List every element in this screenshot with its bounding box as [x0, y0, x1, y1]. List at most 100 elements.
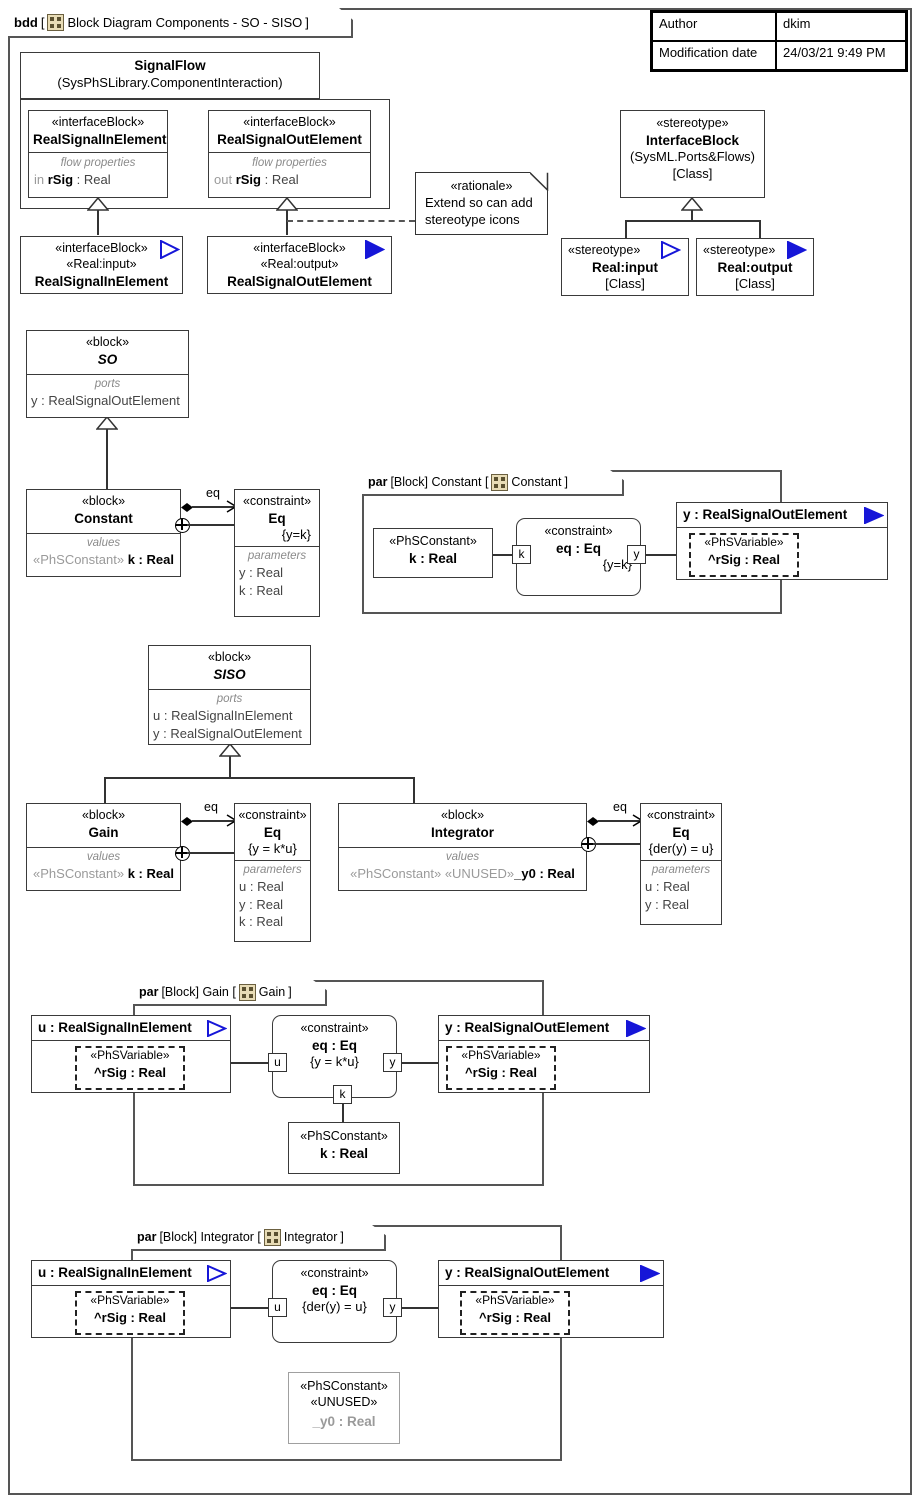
constraint-eq-constant[interactable]: «constraint» Eq {y=k} parameters y : Rea…: [234, 489, 320, 617]
block-integrator[interactable]: «block» Integrator values «PhSConstant» …: [338, 803, 587, 891]
eq-constant-header: «constraint» Eq {y=k}: [235, 490, 319, 546]
par-gain-constraint[interactable]: «constraint» eq : Eq {y = k*u}: [272, 1015, 397, 1098]
phsconstant-k-name: k : Real: [408, 550, 458, 566]
par-gain-header: par [Block] Gain [ Gain ]: [133, 980, 327, 1006]
par-constant-phsconstant-k[interactable]: «PhSConstant» k : Real: [373, 528, 493, 578]
par-constant-port-y[interactable]: y: [627, 545, 646, 564]
interfaceblock-realsignalinelement[interactable]: «interfaceBlock» RealSignalInElement flo…: [28, 110, 168, 198]
par-integrator-out-port-header: y : RealSignalOutElement: [439, 1261, 663, 1285]
interfaceblock-realsignaloutelement[interactable]: «interfaceBlock» RealSignalOutElement fl…: [208, 110, 371, 198]
par-constant-out-port-block[interactable]: y : RealSignalOutElement: [676, 502, 888, 580]
siso-port-y: y : RealSignalOutElement: [153, 725, 302, 741]
bdd-palette-icon: [47, 14, 64, 31]
eq-constant-param-k: k : Real: [239, 582, 284, 598]
par-gain-in-port-block[interactable]: u : RealSignalInElement: [31, 1015, 231, 1093]
stereotype-real-input-name: Real:input: [592, 259, 658, 275]
connector-integrator-u-to-eq: [231, 1307, 272, 1309]
connector-gain-eq-to-y: [402, 1062, 438, 1064]
par-integrator-port-u[interactable]: u: [268, 1298, 287, 1317]
par-constant-port-k[interactable]: k: [512, 545, 531, 564]
siso-stereotype: «block»: [207, 650, 252, 664]
stereotype-real-output[interactable]: «stereotype» Real:output [Class]: [696, 238, 814, 296]
gen-drop-real-output: [759, 220, 761, 238]
so-name: SO: [97, 351, 118, 367]
stereotype-interfaceblock[interactable]: «stereotype» InterfaceBlock (SysML.Ports…: [620, 110, 765, 198]
gen-drop-integrator: [413, 777, 415, 804]
constraint-eq-integrator[interactable]: «constraint» Eq {der(y) = u} parameters …: [640, 803, 722, 925]
par-gain-port-u[interactable]: u: [268, 1053, 287, 1072]
par-gain-constraint-body: «constraint» eq : Eq {y = k*u}: [273, 1016, 396, 1076]
block-real-output-realsignaloutelement[interactable]: «interfaceBlock» «Real:output» RealSigna…: [207, 236, 392, 294]
block-gain[interactable]: «block» Gain values «PhSConstant» k : Re…: [26, 803, 181, 891]
real-output-arrow-icon: [787, 240, 808, 264]
so-ports-label: ports: [94, 378, 121, 391]
par-palette-icon: [491, 474, 508, 491]
par-integrator-out-phsvariable-name: ^rSig : Real: [479, 1310, 551, 1325]
modification-date-value: 24/03/21 9:49 PM: [776, 41, 906, 70]
connector-eq-to-outport: [646, 554, 682, 556]
eq-gain-param-y: y : Real: [239, 896, 284, 912]
par-constant-header: par [Block] Constant [ Constant ]: [362, 470, 624, 496]
block-constant[interactable]: «block» Constant values «PhSConstant» k …: [26, 489, 181, 577]
real-input-arrow-icon: [160, 239, 181, 264]
binding-line-integrator-eq: [593, 843, 640, 845]
binding-crosscircle-gain: [175, 846, 190, 861]
eq-gain-header: «constraint» Eq {y = k*u}: [235, 804, 310, 860]
par-integrator-constraint[interactable]: «constraint» eq : Eq {der(y) = u}: [272, 1260, 397, 1343]
signalflow-qualifier: (SysPhSLibrary.ComponentInteraction): [57, 74, 283, 90]
par-gain-out-port-body: [439, 1039, 649, 1090]
binding-line-constant-eq: [187, 524, 234, 526]
gen-line-so-constant: [106, 429, 108, 489]
real-output-arrow-icon: [864, 506, 885, 529]
siso-ports-label: ports: [216, 693, 243, 706]
realsignaloutelement-flowprops: flow properties out rSig : Real: [209, 152, 370, 191]
eq-gain-param-u: u : Real: [239, 879, 284, 894]
signalflow-block[interactable]: SignalFlow (SysPhSLibrary.ComponentInter…: [20, 52, 320, 99]
signalflow-title: SignalFlow (SysPhSLibrary.ComponentInter…: [21, 53, 319, 94]
par-integrator-phsconstant-y0[interactable]: «PhSConstant» «UNUSED» _y0 : Real: [288, 1372, 400, 1444]
rationale-dashed-link: [287, 220, 415, 222]
gain-values-compartment: values «PhSConstant» k : Real: [27, 847, 180, 884]
real-output-arrow-icon: [640, 1264, 661, 1287]
par-constant-constraint[interactable]: «constraint» eq : Eq {y=k}: [516, 518, 641, 596]
rationale-note[interactable]: «rationale» Extend so can add stereotype…: [415, 172, 548, 235]
block-real-input-realsignalinelement[interactable]: «interfaceBlock» «Real:input» RealSignal…: [20, 236, 183, 294]
assoc-label-integrator-eq: eq: [612, 800, 628, 814]
par-integrator-in-port-block[interactable]: u : RealSignalInElement: [31, 1260, 231, 1338]
real-input-stereotype2: «Real:input»: [66, 256, 137, 271]
par-integrator-in-port-body: [32, 1284, 230, 1335]
gen-stem-siso: [229, 756, 231, 778]
rationale-line1: Extend so can add: [425, 194, 533, 210]
par-gain-out-phsvariable-frame: [446, 1046, 556, 1090]
connector-phsconstant-to-eq: [493, 554, 516, 556]
bdd-frame-header: bdd [ Block Diagram Components - SO - SI…: [8, 8, 353, 38]
par-integrator-port-y[interactable]: y: [383, 1298, 402, 1317]
par-integrator-in-port-header: u : RealSignalInElement: [32, 1261, 230, 1285]
real-output-name: RealSignalOutElement: [227, 274, 372, 290]
par-constant-constraint-body: «constraint» eq : Eq {y=k}: [517, 519, 640, 579]
par-integrator-scope: [Block] Integrator [: [159, 1230, 261, 1244]
par-gain-out-port-block[interactable]: y : RealSignalOutElement: [438, 1015, 650, 1093]
phsconstant-k-stereotype: «PhSConstant»: [389, 534, 477, 548]
siso-ports-compartment: ports u : RealSignalInElement y : RealSi…: [149, 689, 310, 744]
constraint-eq-gain[interactable]: «constraint» Eq {y = k*u} parameters u :…: [234, 803, 311, 942]
par-gain-kw: par: [139, 985, 159, 999]
par-gain-phsconstant-k[interactable]: «PhSConstant» k : Real: [288, 1122, 400, 1174]
block-siso[interactable]: «block» SISO ports u : RealSignalInEleme…: [148, 645, 311, 745]
par-gain-phsconstant-stereotype: «PhSConstant»: [300, 1129, 388, 1143]
gain-value-k: «PhSConstant» k : Real: [33, 866, 174, 882]
real-input-arrow-icon: [661, 240, 682, 264]
rationale-note-fold-icon: [529, 172, 549, 196]
par-integrator-out-port-block[interactable]: y : RealSignalOutElement: [438, 1260, 664, 1338]
par-integrator-out-port-name: y : RealSignalOutElement: [445, 1265, 610, 1280]
constant-values-label: values: [86, 537, 121, 550]
par-integrator-phsconstant-name: _y0 : Real: [312, 1414, 376, 1430]
block-so[interactable]: «block» SO ports y : RealSignalOutElemen…: [26, 330, 189, 418]
realsignalinelement-name: RealSignalInElement: [33, 131, 167, 147]
assoc-label-gain-eq: eq: [203, 800, 219, 814]
integrator-value-y0: «PhSConstant» «UNUSED»_y0 : Real: [350, 866, 575, 882]
par-gain-port-k[interactable]: k: [333, 1085, 352, 1104]
par-gain-port-y[interactable]: y: [383, 1053, 402, 1072]
par-integrator-in-phsvariable-frame: [75, 1291, 185, 1335]
stereotype-real-output-name: Real:output: [717, 259, 793, 275]
